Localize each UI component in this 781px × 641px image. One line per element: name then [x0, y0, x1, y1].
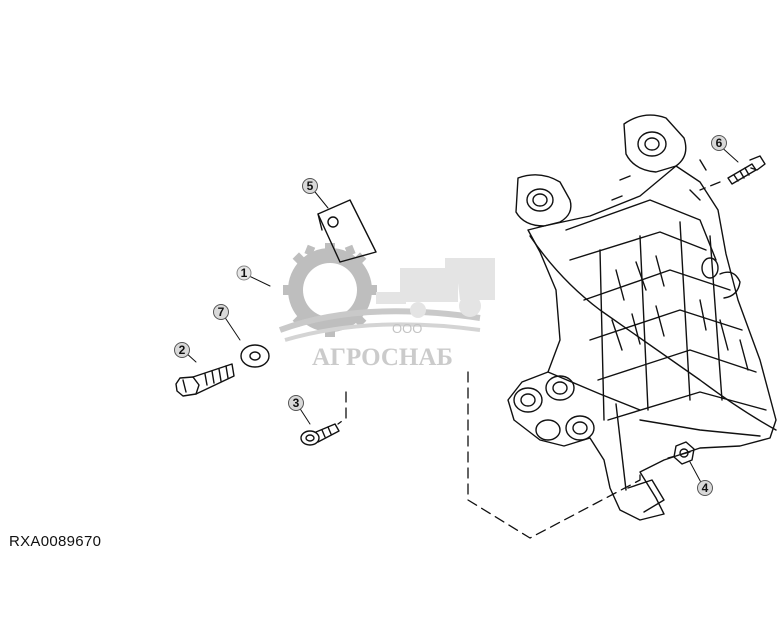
callout-number: 7	[218, 305, 225, 319]
flange-screw	[300, 423, 340, 446]
watermark-prefix: ООО	[392, 321, 422, 336]
callout-number: 1	[241, 266, 248, 280]
washer	[240, 344, 270, 368]
bracket-plate	[317, 199, 377, 263]
mounting-frame	[507, 114, 777, 521]
assembly-lines	[337, 181, 721, 539]
bolt-top-right	[727, 155, 766, 185]
reference-code: RXA0089670	[9, 533, 102, 550]
callout-2: 2	[174, 342, 190, 358]
hex-bolt	[175, 363, 235, 397]
callout-number: 5	[307, 179, 314, 193]
callout-number: 4	[702, 481, 709, 495]
callout-7: 7	[213, 304, 229, 320]
callout-6: 6	[711, 135, 727, 151]
watermark-name: АГРОСНАБ	[312, 344, 453, 371]
callout-number: 6	[716, 136, 723, 150]
callout-1: 1	[236, 265, 252, 281]
callout-5: 5	[302, 178, 318, 194]
callout-number: 3	[293, 396, 300, 410]
callout-4: 4	[697, 480, 713, 496]
watermark: ООО АГРОСНАБ	[278, 243, 495, 371]
watermark-harvester-icon	[376, 258, 495, 318]
callout-number: 2	[179, 343, 186, 357]
callout-3: 3	[288, 395, 304, 411]
